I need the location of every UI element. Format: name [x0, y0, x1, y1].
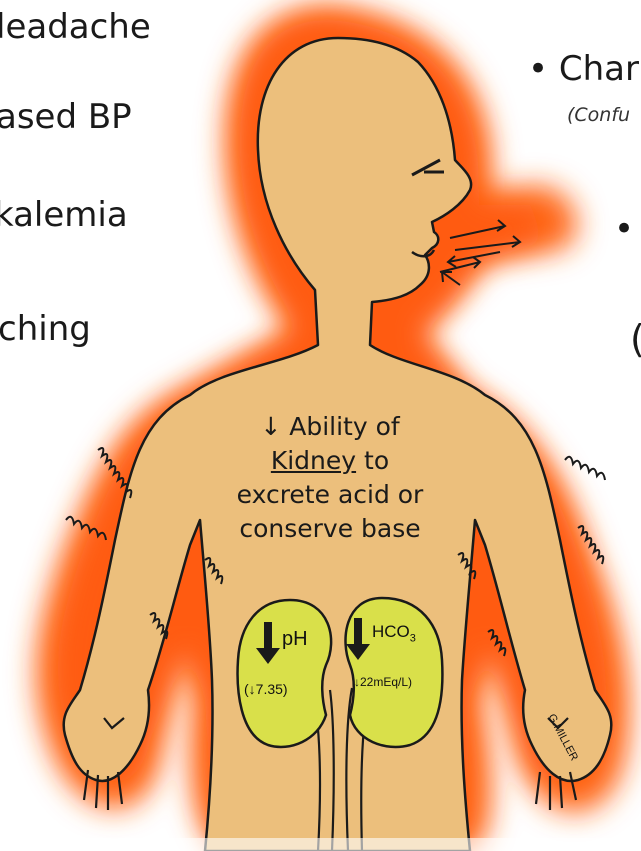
symptom-headache: leadache [0, 10, 151, 44]
bullet-second: • [614, 212, 634, 246]
ability-line-1: ↓ Ability of [210, 410, 450, 444]
kidney-ability-text: ↓ Ability of Kidney to excrete acid or c… [210, 410, 450, 546]
symptom-increased-bp: ased BP [0, 100, 132, 134]
hco3-label: HCO3 [372, 622, 416, 644]
bullet-change-sub: (Confu [567, 106, 630, 125]
paren-fragment: ( [630, 320, 641, 358]
left-kidney [238, 600, 332, 747]
bullet-change: • Char [528, 52, 639, 86]
hco3-value: ↓22mEq/L) [354, 675, 412, 689]
ph-label: pH [282, 628, 308, 651]
ability-line-2: Kidney to [210, 444, 450, 478]
bullet-change-label: Char [559, 49, 639, 89]
bullet-dot-2: • [614, 209, 634, 249]
bullet-dot: • [528, 49, 559, 89]
ability-line-4: conserve base [210, 512, 450, 546]
symptom-twitching: ching [0, 312, 91, 346]
ability-line-3: excrete acid or [210, 478, 450, 512]
ph-value: (↓7.35) [244, 681, 288, 697]
symptom-hyperkalemia: kalemia [0, 198, 128, 232]
bottom-band [0, 838, 641, 851]
